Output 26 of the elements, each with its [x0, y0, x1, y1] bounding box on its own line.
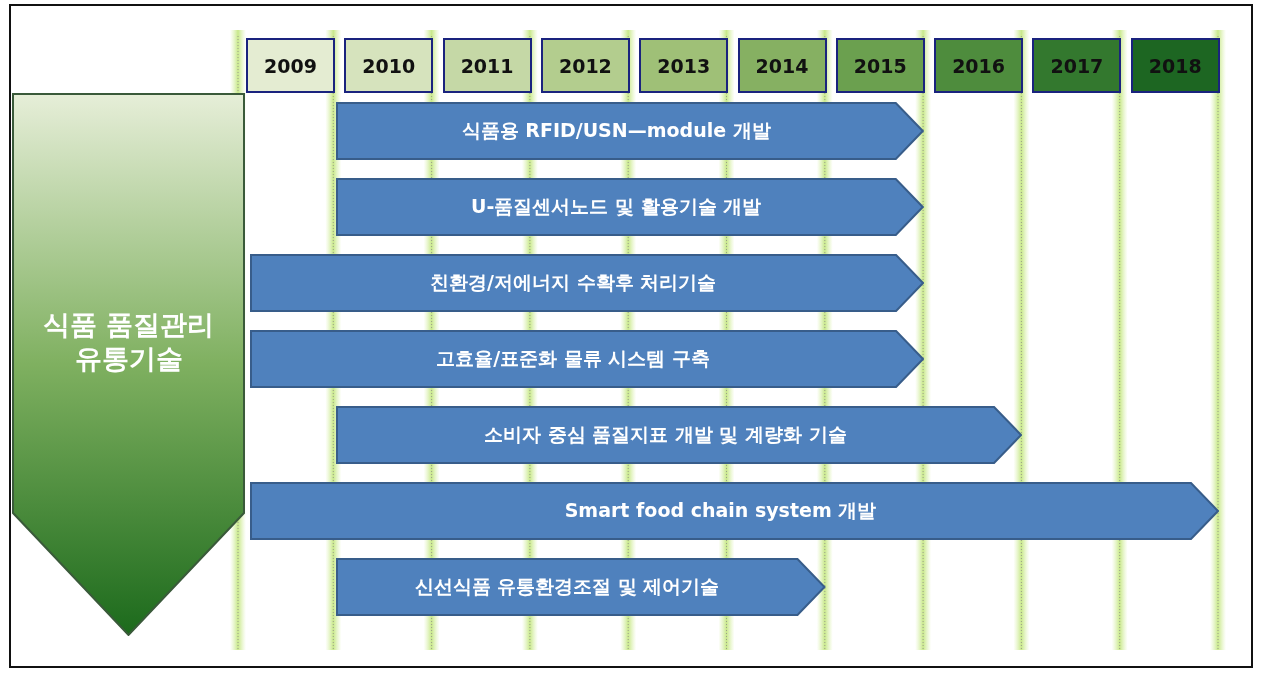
bar-label: U-품질센서노드 및 활용기술 개발	[471, 194, 762, 219]
bar-label: 식품용 RFID/USN—module 개발	[461, 118, 771, 143]
category-label: 식품 품질관리 유통기술	[41, 308, 216, 376]
year-header-box: 2011	[442, 38, 532, 93]
bar-label: Smart food chain system 개발	[564, 498, 877, 523]
bar-label: 고효율/표준화 물류 시스템 구축	[436, 346, 710, 371]
task-bar	[336, 178, 925, 236]
task-bar	[250, 254, 925, 312]
task-bar	[336, 102, 925, 160]
bar-label: 신선식품 유통환경조절 및 제어기술	[414, 574, 720, 599]
task-bar	[250, 330, 925, 388]
year-header-box: 2018	[1130, 38, 1220, 93]
year-header-box: 2014	[737, 38, 827, 93]
year-header-box: 2016	[934, 38, 1024, 93]
category-chevron	[12, 93, 245, 636]
year-header-box: 2015	[835, 38, 925, 93]
year-header-box: 2013	[639, 38, 729, 93]
bar-label: 친환경/저에너지 수확후 처리기술	[429, 270, 717, 295]
task-bar	[250, 482, 1219, 540]
task-bar	[336, 558, 826, 616]
year-header-box: 2010	[344, 38, 434, 93]
year-header-box: 2017	[1032, 38, 1122, 93]
task-bar	[336, 406, 1023, 464]
year-header-box: 2012	[540, 38, 630, 93]
year-header-box: 2009	[246, 38, 335, 93]
bar-label: 소비자 중심 품질지표 개발 및 계량화 기술	[484, 422, 847, 447]
